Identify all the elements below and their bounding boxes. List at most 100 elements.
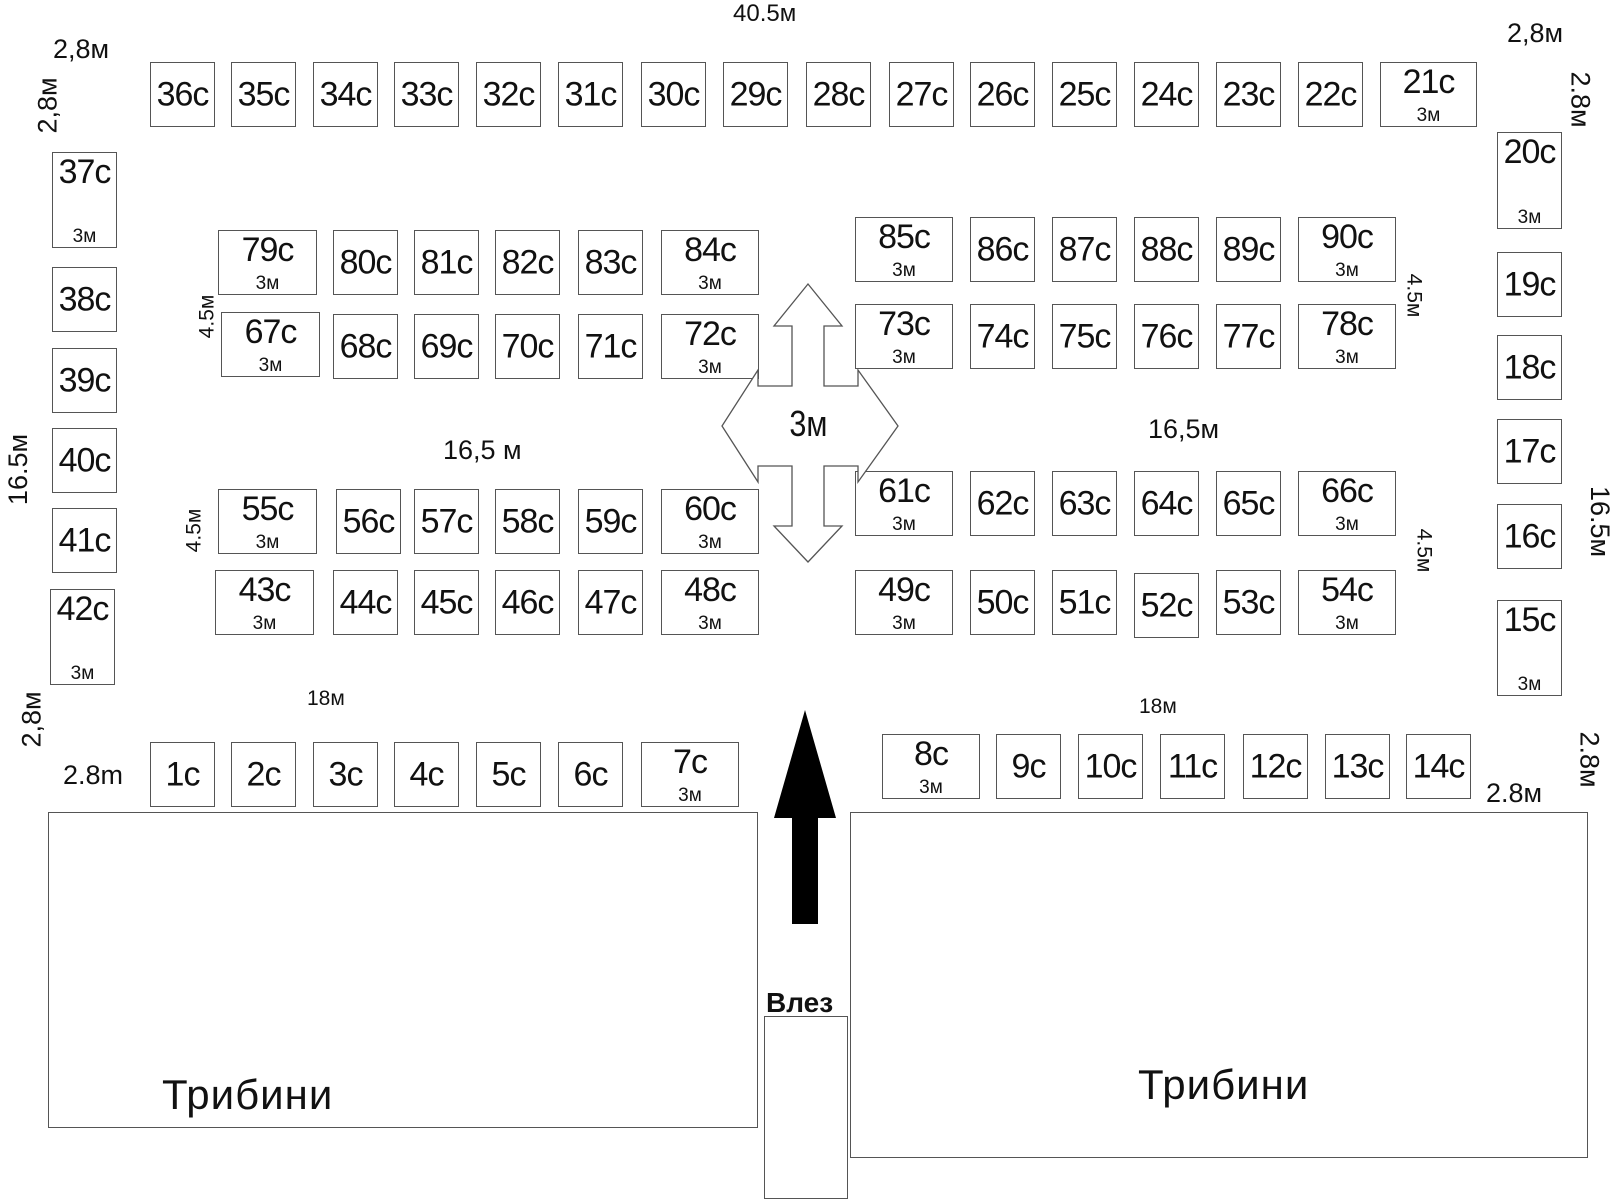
stall-36с[interactable]: 36с	[150, 62, 215, 127]
stall-76с[interactable]: 76с	[1134, 304, 1199, 369]
stall-30с[interactable]: 30с	[641, 62, 706, 127]
stall-50с[interactable]: 50с	[970, 570, 1035, 635]
stall-70с[interactable]: 70с	[495, 314, 560, 379]
stall-18с[interactable]: 18с	[1497, 335, 1562, 400]
stall-80с[interactable]: 80с	[333, 230, 398, 295]
stall-86с[interactable]: 86с	[970, 217, 1035, 282]
entrance-gate[interactable]	[764, 1016, 848, 1199]
stall-63с[interactable]: 63с	[1052, 471, 1117, 536]
stall-58с[interactable]: 58с	[495, 489, 560, 554]
stall-52с[interactable]: 52с	[1134, 573, 1199, 638]
stall-label: 56с	[342, 501, 396, 540]
stall-35с[interactable]: 35с	[231, 62, 296, 127]
stall-53с[interactable]: 53с	[1216, 570, 1281, 635]
stall-28с[interactable]: 28с	[806, 62, 871, 127]
stall-82с[interactable]: 82с	[495, 230, 560, 295]
stall-74с[interactable]: 74с	[970, 304, 1035, 369]
stall-56с[interactable]: 56с	[336, 489, 401, 554]
stall-24с[interactable]: 24с	[1134, 62, 1199, 127]
stall-57с[interactable]: 57с	[414, 489, 479, 554]
stall-23с[interactable]: 23с	[1216, 62, 1281, 127]
stall-9с[interactable]: 9с	[996, 734, 1061, 799]
stall-4с[interactable]: 4с	[394, 742, 459, 807]
stall-62с[interactable]: 62с	[970, 471, 1035, 536]
stall-68с[interactable]: 68с	[333, 314, 398, 379]
stall-51с[interactable]: 51с	[1052, 570, 1117, 635]
stall-87с[interactable]: 87с	[1052, 217, 1117, 282]
stall-26с[interactable]: 26с	[970, 62, 1035, 127]
stall-46с[interactable]: 46с	[495, 570, 560, 635]
stall-11с[interactable]: 11с	[1160, 734, 1225, 799]
stall-6с[interactable]: 6с	[558, 742, 623, 807]
stall-32с[interactable]: 32с	[476, 62, 541, 127]
stall-10с[interactable]: 10с	[1078, 734, 1143, 799]
stall-33с[interactable]: 33с	[394, 62, 459, 127]
stall-14с[interactable]: 14с	[1406, 734, 1471, 799]
stall-3с[interactable]: 3с	[313, 742, 378, 807]
stall-41с[interactable]: 41с	[52, 508, 117, 573]
stall-size-label: 3м	[892, 347, 916, 368]
stall-1с[interactable]: 1с	[150, 742, 215, 807]
stall-25с[interactable]: 25с	[1052, 62, 1117, 127]
stall-39с[interactable]: 39с	[52, 348, 117, 413]
stall-label: 40с	[58, 440, 112, 479]
stall-19с[interactable]: 19с	[1497, 252, 1562, 317]
stall-75с[interactable]: 75с	[1052, 304, 1117, 369]
stall-81с[interactable]: 81с	[414, 230, 479, 295]
stall-31с[interactable]: 31с	[558, 62, 623, 127]
stall-38с[interactable]: 38с	[52, 267, 117, 332]
stall-2с[interactable]: 2с	[231, 742, 296, 807]
stall-83с[interactable]: 83с	[578, 230, 643, 295]
stall-size-label: 3м	[1517, 207, 1542, 228]
stall-17с[interactable]: 17с	[1497, 419, 1562, 484]
stall-40с[interactable]: 40с	[52, 428, 117, 493]
stall-77с[interactable]: 77с	[1216, 304, 1281, 369]
stall-27с[interactable]: 27с	[889, 62, 954, 127]
stall-12с[interactable]: 12с	[1243, 734, 1308, 799]
stall-45с[interactable]: 45с	[414, 570, 479, 635]
stall-label: 26с	[976, 74, 1030, 113]
stall-5с[interactable]: 5с	[476, 742, 541, 807]
stall-29с[interactable]: 29с	[723, 62, 788, 127]
stall-69с[interactable]: 69с	[414, 314, 479, 379]
stall-size-label: 3м	[255, 273, 280, 294]
stall-65с[interactable]: 65с	[1216, 471, 1281, 536]
stall-64с[interactable]: 64с	[1134, 471, 1199, 536]
stall-89с[interactable]: 89с	[1216, 217, 1281, 282]
stall-71с[interactable]: 71с	[578, 314, 643, 379]
stall-59с[interactable]: 59с	[578, 489, 643, 554]
stall-88с[interactable]: 88с	[1134, 217, 1199, 282]
stall-34с[interactable]: 34с	[313, 62, 378, 127]
stall-22с[interactable]: 22с	[1298, 62, 1363, 127]
stall-47с[interactable]: 47с	[578, 570, 643, 635]
stall-13с[interactable]: 13с	[1325, 734, 1390, 799]
stall-label: 11с	[1167, 746, 1218, 785]
stall-44с[interactable]: 44с	[333, 570, 398, 635]
stall-16с[interactable]: 16с	[1497, 504, 1562, 569]
stall-label: 55с	[241, 490, 295, 528]
